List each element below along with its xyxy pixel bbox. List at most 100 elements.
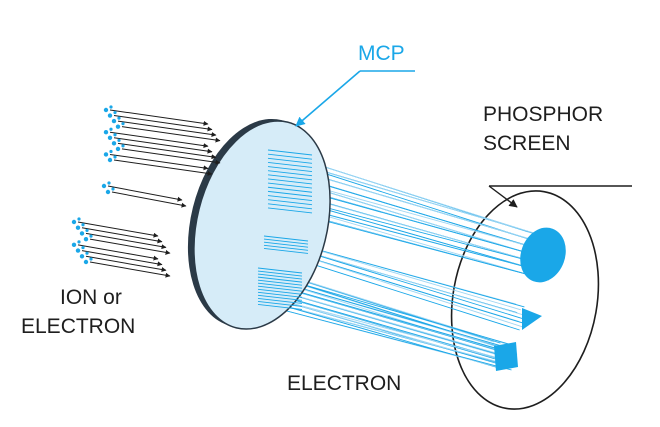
particle-dot — [79, 231, 85, 236]
particle-dot — [111, 118, 117, 124]
beam-origin-line — [267, 199, 313, 206]
particle-dot — [113, 155, 117, 159]
beam-origin-line — [267, 157, 313, 164]
beam-origin-line — [267, 195, 313, 201]
beam-origin-line — [263, 244, 309, 251]
particle-dot — [109, 105, 113, 109]
particle-dot — [111, 141, 117, 146]
beam-origin-line — [267, 182, 313, 189]
particle-dot — [75, 225, 81, 230]
particle-arrow — [117, 120, 217, 137]
phosphor-spot-triangle — [522, 308, 542, 330]
particle-arrow — [113, 115, 213, 132]
particle-dot — [103, 107, 109, 113]
particle-arrow — [77, 221, 159, 238]
particle-dot — [89, 234, 93, 238]
particle-dot — [111, 187, 115, 191]
particle-arrow — [85, 232, 167, 250]
particle-dot — [107, 157, 113, 163]
beam-origin-line — [257, 273, 303, 280]
particle-arrow — [85, 255, 167, 272]
particle-arrow — [77, 244, 159, 261]
beam-line — [279, 248, 524, 328]
beam-origin-line — [257, 267, 303, 274]
particle-dot — [71, 219, 77, 225]
particle-arrow — [111, 191, 187, 208]
beam-origin-line — [267, 178, 313, 185]
particle-dot — [107, 181, 111, 185]
beam-origin-line — [267, 186, 313, 193]
particle-dot — [121, 144, 125, 148]
particle-dot — [109, 127, 113, 131]
beam-origin-line — [267, 161, 313, 168]
beam-origin-line — [257, 294, 303, 301]
particle-dot — [83, 236, 89, 242]
particle-arrow — [89, 261, 171, 278]
beam-line — [267, 301, 517, 368]
particle-dot — [71, 242, 77, 248]
particle-arrow — [121, 126, 221, 143]
beam-origin-line — [263, 247, 309, 254]
particle-dot — [107, 135, 113, 140]
beam-origin-line — [257, 288, 303, 295]
particle-arrow — [107, 185, 183, 202]
beam-origin-line — [257, 297, 303, 304]
beam-origin-line — [257, 276, 303, 283]
particle-dot — [79, 254, 85, 259]
electron-label: ELECTRON — [287, 372, 401, 395]
particle-dot — [81, 245, 85, 250]
particle-dot — [113, 110, 117, 115]
particle-dot — [107, 113, 113, 118]
phosphor-images — [494, 227, 566, 371]
beam-origin-line — [257, 300, 303, 307]
particle-arrow — [89, 238, 171, 255]
particle-dot — [81, 223, 85, 227]
particle-dot — [113, 133, 117, 137]
particle-dot — [89, 257, 93, 261]
particle-dot — [83, 259, 89, 265]
particle-dot — [121, 122, 125, 126]
beam-origin-line — [267, 174, 313, 181]
particle-dot — [101, 183, 107, 189]
particle-dot — [105, 189, 111, 195]
particle-arrow — [109, 131, 209, 149]
beam-origin-line — [257, 270, 303, 277]
particle-arrow — [113, 159, 213, 176]
beam-origin-line — [263, 238, 309, 245]
mcp-label: MCP — [358, 42, 405, 65]
incoming-particles — [71, 105, 221, 278]
beam-origin-line — [267, 207, 313, 214]
particle-dot — [77, 240, 81, 244]
beam-origin-line — [257, 304, 303, 310]
beam-origin-line — [267, 153, 313, 160]
ion-label-line1: ION or — [60, 286, 122, 309]
beam-origin-line — [257, 279, 303, 286]
beam-origin-line — [267, 170, 313, 177]
beam-line — [283, 153, 541, 236]
phosphor-label-line2: SCREEN — [483, 132, 571, 155]
particle-dot — [85, 228, 89, 233]
beam-line — [273, 284, 518, 355]
mcp-pointer — [295, 70, 361, 127]
particle-arrow — [113, 137, 213, 154]
particle-dot — [115, 124, 121, 129]
beam-origin-line — [257, 285, 303, 292]
particle-dot — [85, 251, 89, 255]
phosphor-label-line1: PHOSPHOR — [483, 103, 603, 126]
particle-dot — [109, 149, 113, 154]
particle-dot — [117, 116, 121, 120]
beam-line — [267, 305, 512, 371]
beam-origin-line — [267, 190, 313, 197]
beam-line — [261, 294, 515, 363]
beam-origin-line — [257, 282, 303, 289]
phosphor-spot-square — [494, 342, 518, 371]
beam-origin-line — [263, 235, 309, 242]
beam-origin-line — [267, 166, 313, 172]
particle-dot — [75, 248, 81, 253]
particle-arrow — [117, 142, 217, 160]
particle-arrow — [81, 250, 163, 267]
particle-dot — [115, 146, 121, 152]
particle-arrow — [109, 153, 209, 171]
